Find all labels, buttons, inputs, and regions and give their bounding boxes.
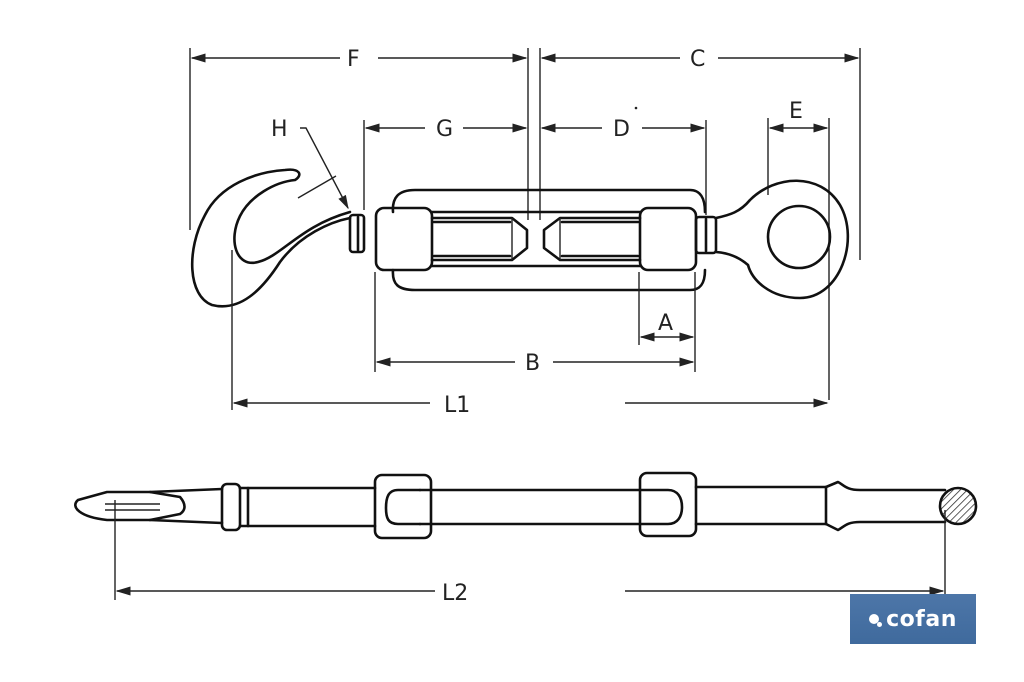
label-g: G [436, 117, 453, 142]
dimension-h: H [271, 117, 349, 210]
hook [190, 168, 366, 308]
cofan-logo: cofan [850, 594, 976, 644]
dimension-g: G [363, 117, 528, 210]
label-e: E [789, 99, 803, 124]
label-c: C [690, 47, 705, 72]
label-f: F [347, 47, 360, 72]
dimension-l2: L2 [114, 500, 946, 606]
label-l2: L2 [442, 581, 468, 606]
dimension-f: F [189, 47, 529, 230]
label-a: A [658, 311, 673, 336]
dimension-e: E [767, 99, 830, 400]
dimension-l1: L1 [231, 250, 829, 418]
side-view: L2 [74, 471, 978, 606]
label-d: D [613, 117, 630, 142]
turnbuckle-body [374, 188, 707, 292]
dimension-d: D [540, 106, 707, 215]
dimension-c: C [539, 47, 861, 260]
eye [694, 179, 850, 300]
label-h: H [271, 117, 288, 142]
label-b: B [525, 351, 540, 376]
logo-dots-icon [869, 611, 883, 627]
logo-text: cofan [886, 606, 957, 632]
dimension-a: A [638, 272, 696, 372]
label-l1: L1 [444, 393, 470, 418]
top-view: F C G D [189, 47, 861, 418]
dimension-b: B [374, 272, 695, 376]
rod-section-icon [938, 486, 978, 526]
